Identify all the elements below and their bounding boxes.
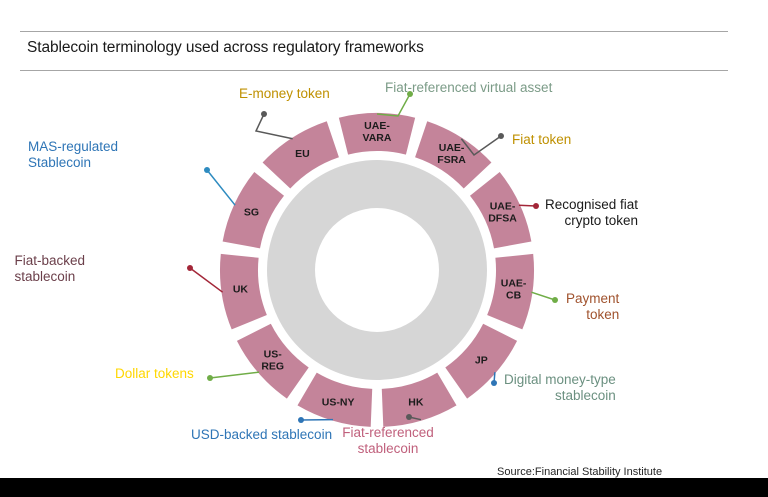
callout-label-mas-regulated-stablecoin: MAS-regulated Stablecoin [27,139,118,171]
callout-label-recognised-fiat-crypto-token: Recognised fiat crypto token [545,197,639,229]
callout-dot-digital-money-type-stablecoin [491,380,497,386]
callout-connector-dollar-tokens [209,371,260,379]
donut-segment[interactable] [236,323,309,399]
callout-label-payment-token: Payment token [566,291,620,323]
callout-dot-dollar-tokens [207,375,213,381]
callout-label-fiat-referenced-stablecoin: Fiat-referenced stablecoin [342,425,434,457]
donut-segments [219,112,534,427]
donut-segment-label: EU [295,148,310,160]
callout-connector-fiat-token [460,135,502,157]
callout-label-e-money-token: E-money token [239,86,330,101]
donut-segment[interactable] [381,372,457,427]
callout-label-fiat-token: Fiat token [512,132,572,147]
donut-segment[interactable] [338,112,416,155]
title-rule-top [20,31,728,32]
callout-connector-fiat-referenced-virtual-asset [376,93,411,117]
callout-connector-fiat-backed-stablecoin [189,267,224,293]
callout-dot-usd-backed-stablecoin [298,417,304,423]
callout-dot-fiat-token [498,133,504,139]
donut-segment[interactable] [222,172,285,249]
donut-segment-label: SG [244,206,259,218]
page-title: Stablecoin terminology used across regul… [27,39,424,56]
callout-label-dollar-tokens: Dollar tokens [115,366,194,381]
callout-dot-payment-token [552,297,558,303]
donut-segment[interactable] [469,172,532,249]
donut-segment-label: US-REG [261,348,284,372]
donut-segment-labels: UAE-VARA UAE-FSRA UAE-DFSA UAE-CB JP HK US-NY U… [233,120,527,408]
donut-segment[interactable] [262,121,339,189]
callout-connector-mas-regulated-stablecoin [206,169,236,206]
callout-connectors [187,91,558,423]
callout-dot-e-money-token [261,111,267,117]
callout-label-digital-money-type-stablecoin: Digital money-type stablecoin [504,372,616,404]
donut-segment-label: HK [408,396,424,408]
donut-segment-label: JP [475,354,488,366]
donut-segment[interactable] [487,253,534,330]
callout-dot-fiat-backed-stablecoin [187,265,193,271]
callout-connector-payment-token [531,291,556,301]
donut-segment[interactable] [219,253,267,330]
bottom-letterbox-bar [0,478,768,497]
donut-segment-label: UAE-FSRA [437,142,466,166]
callout-dot-fiat-referenced-stablecoin [406,414,412,420]
donut-segment[interactable] [415,121,492,189]
donut-segment-label: UAE-CB [501,277,527,301]
donut-segment-label: US-NY [322,396,355,408]
title-rule-bottom [20,70,728,71]
callout-dot-fiat-referenced-virtual-asset [407,91,413,97]
source-note: Source:Financial Stability Institute [497,466,663,478]
callout-dot-mas-regulated-stablecoin [204,167,210,173]
callout-label-usd-backed-stablecoin: USD-backed stablecoin [191,427,333,442]
donut-segment-label: UK [233,283,249,295]
donut-segment[interactable] [445,323,518,399]
donut-segment[interactable] [297,372,373,427]
donut-center-hole [315,208,439,332]
donut-segment-label: UAE-DFSA [488,200,517,224]
callout-dot-recognised-fiat-crypto-token [533,203,539,209]
callout-label-fiat-referenced-virtual-asset: Fiat-referenced virtual asset [385,80,553,95]
callout-connector-e-money-token [254,113,293,140]
donut-segment-label: UAE-VARA [363,120,392,144]
callout-label-fiat-backed-stablecoin: Fiat-backed stablecoin [14,253,85,285]
